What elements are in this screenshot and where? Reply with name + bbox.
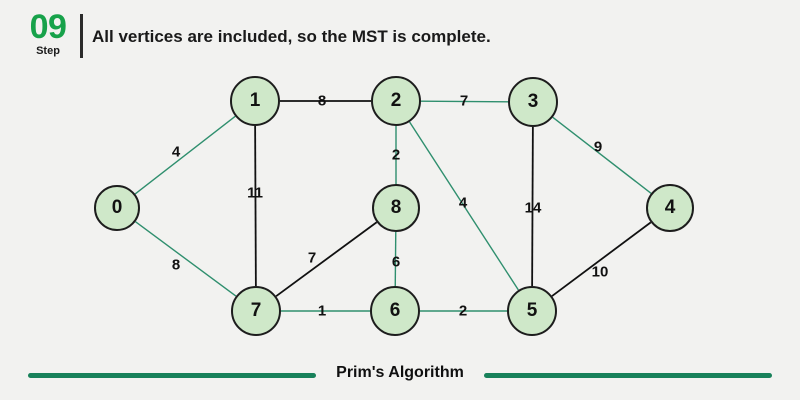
edge-weight-2-3: 7	[459, 92, 469, 110]
edge-weight-0-1: 4	[171, 143, 181, 161]
edge-weight-8-7: 7	[307, 249, 317, 267]
edge-weight-4-5: 10	[591, 263, 609, 281]
graph-node-0[interactable]: 0	[94, 185, 140, 231]
edge-weight-1-7: 11	[247, 184, 263, 202]
edge-weight-0-7: 8	[171, 256, 181, 274]
graph-node-2[interactable]: 2	[371, 76, 421, 126]
graph-node-1[interactable]: 1	[230, 76, 280, 126]
graph-node-6[interactable]: 6	[370, 286, 420, 336]
graph-edge-1-7	[254, 125, 257, 287]
edge-weight-8-6: 6	[391, 253, 401, 271]
step-number: 09	[29, 8, 67, 46]
edge-weight-3-4: 9	[593, 138, 603, 156]
graph-edge-0-7	[135, 221, 237, 297]
graph-edge-4-5	[551, 221, 652, 297]
graph-node-8[interactable]: 8	[372, 184, 420, 232]
edge-weight-6-5: 2	[458, 302, 468, 320]
graph-edge-3-4	[552, 116, 652, 194]
graph-edge-2-3	[420, 100, 509, 103]
header-divider	[80, 14, 83, 58]
graph-node-4[interactable]: 4	[646, 184, 694, 232]
graph-area: 0 1 2 3 4 5 6 7 8 4 8 8 11 7 2 4 9 14 10 6 7 1 2	[0, 62, 800, 352]
graph-edge-3-5	[531, 126, 534, 287]
graph-node-3[interactable]: 3	[508, 77, 558, 127]
edge-weight-3-5: 14	[524, 199, 542, 217]
edge-weight-7-6: 1	[317, 302, 327, 320]
edge-weight-2-8: 2	[391, 146, 401, 164]
footer-rule-left	[28, 373, 316, 378]
edge-weight-2-5: 4	[458, 194, 468, 212]
graph-edge-2-5	[409, 121, 519, 291]
step-caption: All vertices are included, so the MST is…	[92, 27, 491, 46]
edge-weight-1-2: 8	[317, 92, 327, 110]
graph-edge-0-1	[134, 115, 236, 195]
slide-footer: Prim's Algorithm	[0, 355, 800, 395]
step-indicator: 09 Step	[22, 10, 74, 58]
graph-node-7[interactable]: 7	[231, 286, 281, 336]
step-label: Step	[36, 45, 60, 57]
graph-edge-8-7	[275, 221, 378, 297]
footer-rule-right	[484, 373, 772, 378]
graph-edges	[134, 100, 652, 312]
slide-header: 09 Step All vertices are included, so th…	[0, 0, 800, 72]
graph-edge-8-6	[394, 231, 397, 287]
footer-title: Prim's Algorithm	[336, 364, 464, 381]
graph-node-5[interactable]: 5	[507, 286, 557, 336]
